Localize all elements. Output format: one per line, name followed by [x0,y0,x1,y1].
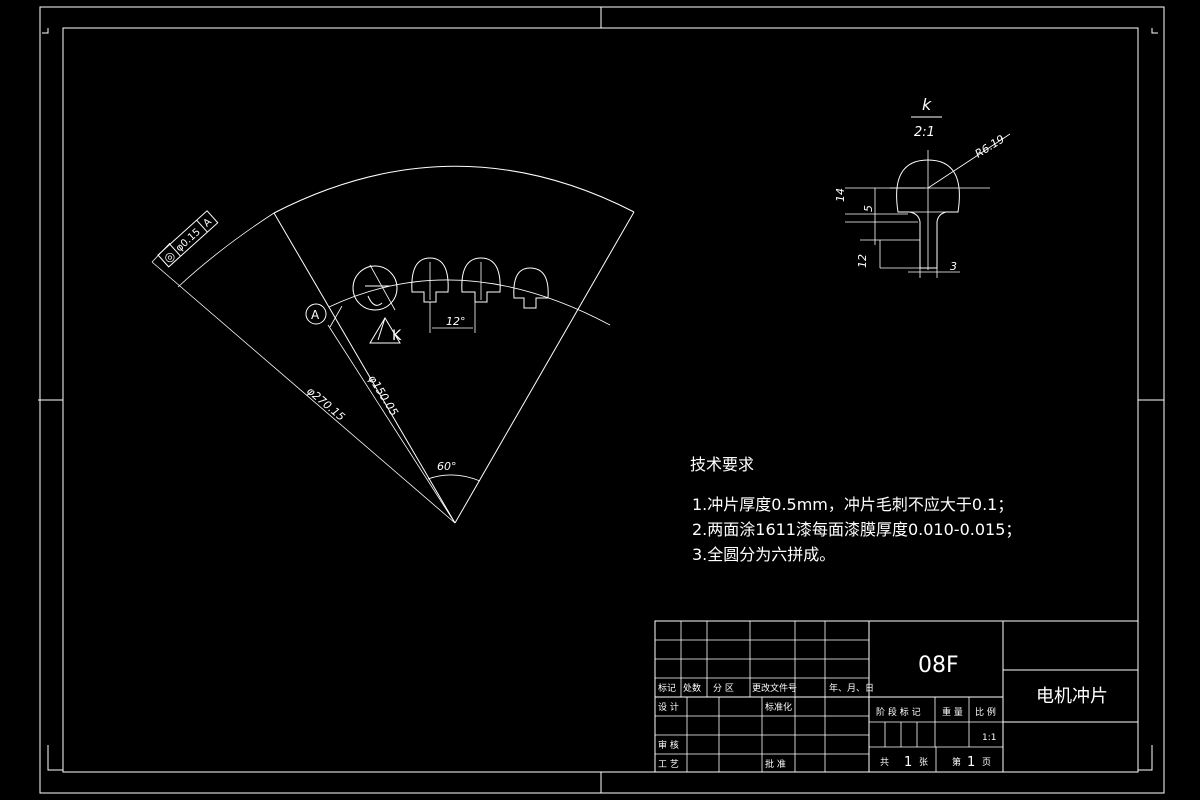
header-zone: 分 区 [713,683,734,694]
sheets-current: 1 [967,755,975,770]
slot-4 [513,267,549,309]
slot-pitch-dim: 12° [446,315,466,328]
scale-value: 1:1 [982,733,996,743]
sheets-current-suffix: 页 [982,757,991,768]
datum-a-marker: A [305,303,327,325]
header-change-doc: 更改文件号 [752,682,797,694]
tolerance-frame: ◎ φ0.15 A [157,210,219,268]
part-name: 电机冲片 [1036,686,1108,707]
sheets-total-prefix: 共 [880,757,889,768]
section-letter: k [922,95,932,114]
slot-radius-dim: R6.19 [973,132,1007,160]
slot-height-inner-dim: 5 [862,205,875,212]
neck-length-dim: 12 [856,254,869,268]
detail-view-k: k 2:1 [845,95,1011,278]
view-letter-k: K [392,328,402,344]
sheets-total-suffix: 张 [919,757,928,768]
scale-header: 比 例 [975,706,996,718]
role-standardization: 标准化 [765,701,792,713]
title-block [654,620,1139,773]
slot-3 [461,257,501,303]
header-count: 处数 [683,682,701,694]
note-item-1: 1.冲片厚度0.5mm，冲片毛刺不应大于0.1； [692,495,1013,514]
header-mark: 标记 [658,682,676,694]
lamination-sector [151,165,635,524]
note-item-2: 2.两面涂1611漆每面漆膜厚度0.010-0.015； [692,520,1021,539]
material-label: 08F [918,653,959,678]
role-approve: 批 准 [765,758,786,770]
sheet-frame [38,6,1165,794]
technical-notes: 技术要求 1.冲片厚度0.5mm，冲片毛刺不应大于0.1； 2.两面涂1611漆… [690,455,1021,564]
slot-1 [352,264,398,311]
stage-mark-header: 阶 段 标 记 [876,706,921,718]
role-design: 设 计 [658,701,679,713]
sheets-current-prefix: 第 [952,756,961,768]
role-process: 工 艺 [658,759,679,770]
slot-2 [411,257,449,303]
header-date: 年、月、日 [829,682,874,694]
sheets-total: 1 [904,755,912,770]
role-review: 审 核 [658,739,679,751]
weight-header: 重 量 [942,706,963,718]
neck-width-dim: 3 [950,260,957,273]
note-item-3: 3.全圆分为六拼成。 [692,545,835,564]
outer-diameter-dim: φ270.15 [304,384,347,423]
datum-a-label: A [311,308,320,322]
section-scale: 2:1 [914,125,935,140]
notes-heading: 技术要求 [690,455,754,474]
sector-angle-dim: 60° [437,460,457,473]
slot-height-outer-dim: 14 [834,188,847,202]
